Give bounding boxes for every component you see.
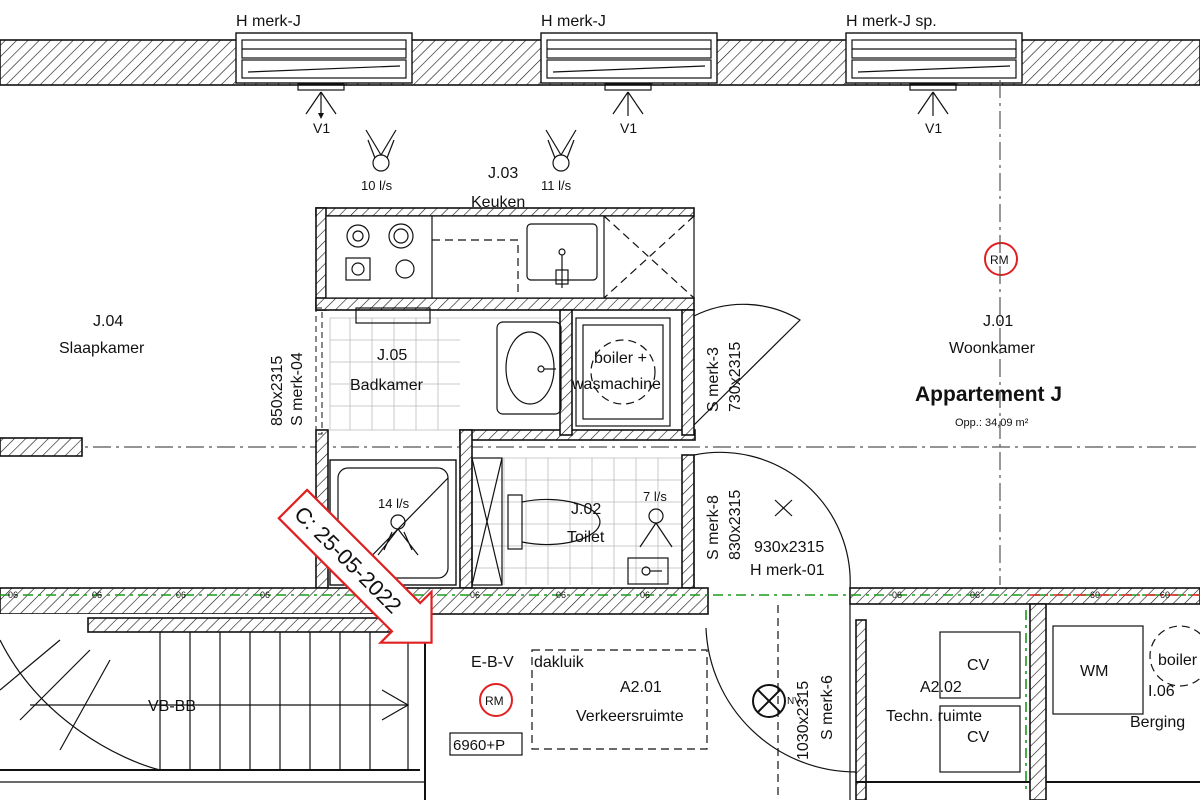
rm-marker-top: RM bbox=[984, 242, 1018, 276]
vbbb-label: VB-BB bbox=[148, 698, 196, 715]
green-tag-2: 06 bbox=[92, 590, 102, 600]
room-number-berging: I.06 bbox=[1148, 683, 1175, 700]
top-facade-wall bbox=[0, 32, 1200, 86]
room-name-keuken: Keuken bbox=[471, 194, 525, 211]
green-tag-5: 06 bbox=[470, 590, 480, 600]
ebv-label: E-B-V bbox=[471, 654, 514, 671]
room-name-berging: Berging bbox=[1130, 714, 1185, 731]
berging-area: WM boiler I.06 Berging bbox=[1046, 625, 1200, 783]
flow-label-toilet: 7 l/s bbox=[643, 489, 667, 504]
room-name-techn: Techn. ruimte bbox=[886, 708, 982, 725]
fridge-box bbox=[603, 215, 695, 299]
wm-label: WM bbox=[1080, 663, 1108, 680]
green-tag-8: 06 bbox=[892, 590, 902, 600]
dakluik-label: dakluik bbox=[534, 654, 585, 671]
washing-machine bbox=[1052, 625, 1144, 715]
code-label: 6960+P bbox=[453, 737, 505, 754]
green-tag-4: 06 bbox=[260, 590, 270, 600]
door-swing-d2 bbox=[693, 303, 801, 426]
door-size-d4: 930x2315 bbox=[754, 539, 824, 556]
door-swing-d5: NV bbox=[705, 604, 857, 800]
window-unit-2 bbox=[540, 32, 718, 84]
toilet-bowl bbox=[507, 494, 601, 550]
room-name-verkeersruimte: Verkeersruimte bbox=[576, 708, 684, 725]
green-tag-3: 06 bbox=[176, 590, 186, 600]
extract-vent-right: 11 l/s bbox=[541, 129, 577, 193]
bathroom-block: boiler + wasmachine J.05 Badkamer 14 l/s… bbox=[315, 307, 696, 589]
cv-label-1: CV bbox=[967, 657, 990, 674]
verkeersruimte-area: E-B-V dakluik RM 6960+P A2.01 Verkeersru… bbox=[449, 649, 708, 756]
boiler-right-label: boiler bbox=[1158, 652, 1198, 669]
room-name-slaapkamer: Slaapkamer bbox=[59, 340, 145, 357]
vent-type-3: V1 bbox=[925, 120, 942, 136]
door-size-d1: 850x2315 bbox=[269, 356, 286, 426]
green-tag-1: 06 bbox=[8, 590, 18, 600]
door-type-d2: S merk-3 bbox=[705, 347, 722, 412]
apartment-title: Appartement J bbox=[915, 383, 1062, 406]
room-number-toilet: J.02 bbox=[571, 501, 601, 518]
window-unit-3 bbox=[845, 32, 1023, 84]
red-tag-2: 60 bbox=[1160, 590, 1170, 600]
room-name-badkamer: Badkamer bbox=[350, 377, 424, 394]
door-swing-d3 bbox=[693, 451, 851, 591]
boiler-right bbox=[1149, 625, 1200, 687]
red-tag-1: 60 bbox=[1090, 590, 1100, 600]
room-number-badkamer: J.05 bbox=[377, 347, 407, 364]
vent-label-2: H merk-J bbox=[541, 13, 606, 30]
door-type-d4: H merk-01 bbox=[750, 562, 825, 579]
room-number-woonkamer: J.01 bbox=[983, 313, 1013, 330]
door-size-d5: 1030x2315 bbox=[795, 681, 812, 760]
room-name-toilet: Toilet bbox=[567, 529, 605, 546]
bathroom-washbasin bbox=[496, 321, 562, 415]
kitchen-sink bbox=[526, 223, 598, 288]
room-number-techn: A2.02 bbox=[920, 679, 962, 696]
door-type-d5: S merk-6 bbox=[819, 675, 836, 740]
room-number-slaapkamer: J.04 bbox=[93, 313, 123, 330]
boiler-label-2: wasmachine bbox=[571, 376, 661, 393]
door-type-d1: S merk-04 bbox=[289, 352, 306, 426]
kitchen-counter bbox=[315, 207, 695, 311]
flow-label-left: 10 l/s bbox=[361, 178, 393, 193]
apartment-area: Opp.: 34,09 m² bbox=[955, 417, 1029, 429]
door-size-d3: 830x2315 bbox=[727, 490, 744, 560]
window-unit-1 bbox=[235, 32, 413, 84]
cv-unit-2 bbox=[939, 705, 1021, 773]
nv-light-icon bbox=[752, 684, 786, 718]
flow-label-right: 11 l/s bbox=[541, 178, 572, 193]
extract-vent-left: 10 l/s bbox=[361, 129, 397, 193]
supply-vent-2: V1 bbox=[604, 83, 652, 136]
boiler-cabinet: boiler + wasmachine bbox=[571, 317, 671, 427]
vent-label-1: H merk-J bbox=[236, 13, 301, 30]
room-name-woonkamer: Woonkamer bbox=[949, 340, 1036, 357]
supply-vent-1: V1 bbox=[297, 83, 345, 136]
green-tag-7: 06 bbox=[640, 590, 650, 600]
cv-label-2: CV bbox=[967, 729, 990, 746]
boiler-label-1: boiler + bbox=[594, 350, 647, 367]
green-tag-6: 06 bbox=[556, 590, 566, 600]
flow-label-shower: 14 l/s bbox=[378, 496, 410, 511]
nv-label: NV bbox=[787, 696, 801, 707]
vent-type-2: V1 bbox=[620, 120, 637, 136]
rm-label-top: RM bbox=[990, 253, 1009, 267]
rm-label-bottom: RM bbox=[485, 694, 504, 708]
corridor-wall: 06 06 06 06 06 06 06 06 06 60 60 bbox=[0, 587, 1200, 615]
technical-room: CV CV A2.02 Techn. ruimte bbox=[855, 603, 1047, 800]
vent-type-1: V1 bbox=[313, 120, 330, 136]
extract-vent-toilet: 7 l/s bbox=[639, 489, 673, 548]
supply-vent-3: V1 bbox=[909, 83, 957, 136]
duct-shaft bbox=[471, 457, 503, 586]
green-tag-9: 06 bbox=[970, 590, 980, 600]
room-number-keuken: J.03 bbox=[488, 165, 518, 182]
stairwell: VB-BB bbox=[0, 614, 426, 800]
door-type-d3: S merk-8 bbox=[705, 495, 722, 560]
vent-label-3: H merk-J sp. bbox=[846, 13, 937, 30]
door-size-d2: 730x2315 bbox=[727, 342, 744, 412]
cooktop bbox=[345, 223, 415, 281]
cv-unit-1 bbox=[939, 631, 1021, 699]
wall-stub-left bbox=[0, 437, 83, 457]
hand-basin bbox=[627, 557, 669, 585]
room-number-verkeersruimte: A2.01 bbox=[620, 679, 662, 696]
mirror-cabinet bbox=[355, 307, 431, 324]
